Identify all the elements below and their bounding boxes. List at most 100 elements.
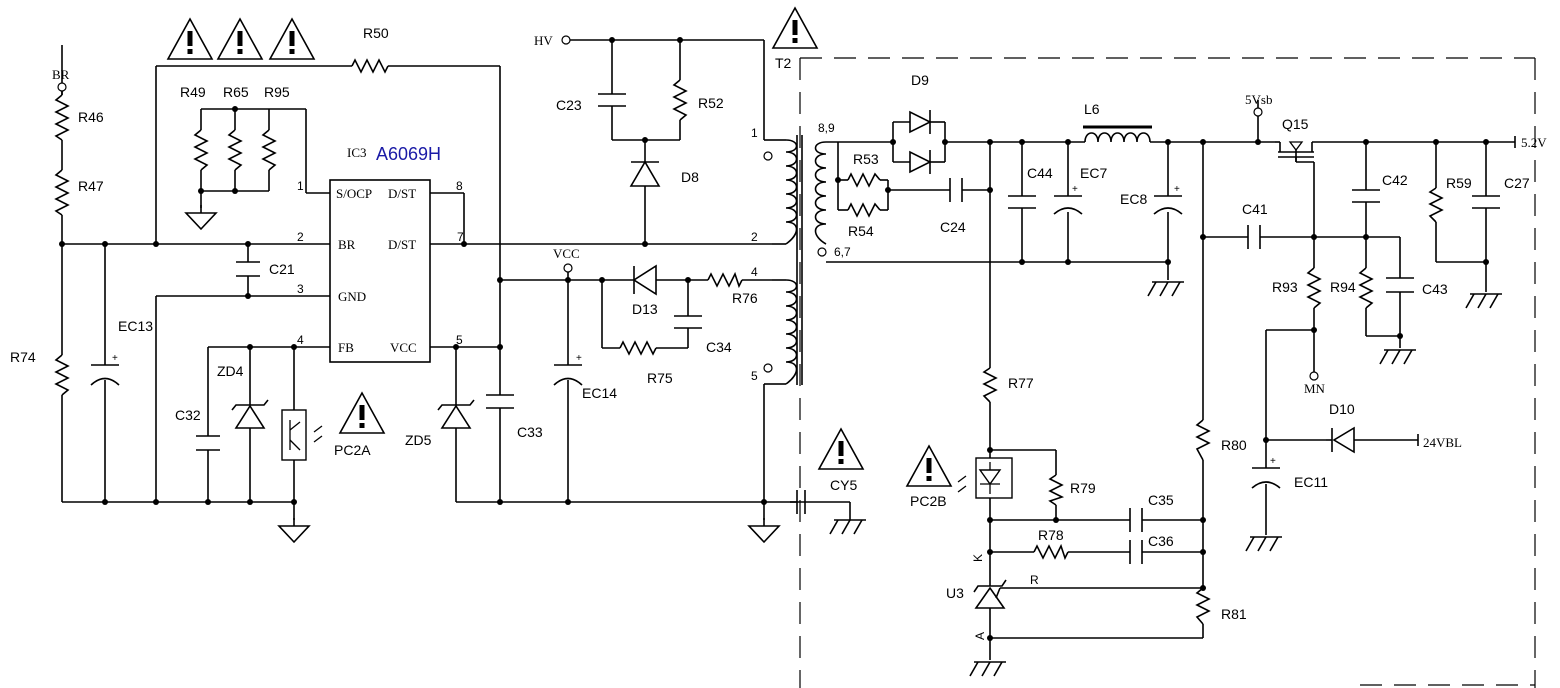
resistor-r95: R95 bbox=[261, 84, 290, 171]
diode-d9: D9 bbox=[909, 72, 932, 174]
pin-number-4: 4 bbox=[297, 333, 304, 347]
diode-d8: D8 bbox=[629, 160, 699, 190]
svg-text:R65: R65 bbox=[223, 84, 249, 100]
resistor-r79: R79 bbox=[1048, 474, 1096, 506]
svg-text:CY5: CY5 bbox=[830, 477, 857, 493]
ic3-pin-br: BR bbox=[338, 237, 356, 252]
capacitor-c44: C44 bbox=[1008, 165, 1053, 209]
pin-number-7: 7 bbox=[457, 230, 464, 244]
resistor-r81: R81 bbox=[1195, 587, 1247, 625]
svg-text:C24: C24 bbox=[940, 219, 966, 235]
capacitor-c34: C34 bbox=[674, 315, 732, 355]
warning-icon bbox=[818, 428, 864, 470]
warning-icon bbox=[339, 392, 385, 434]
svg-text:+: + bbox=[1072, 184, 1078, 195]
warning-icon bbox=[217, 18, 263, 60]
svg-text:C42: C42 bbox=[1382, 172, 1408, 188]
net-labels-primary: BR HV VCC bbox=[52, 33, 580, 273]
svg-text:D8: D8 bbox=[681, 169, 699, 185]
resistor-r47: R47 bbox=[54, 169, 104, 216]
resistor-r78: R78 bbox=[1033, 527, 1069, 561]
svg-text:C35: C35 bbox=[1148, 492, 1174, 508]
resistor-r50: R50 bbox=[351, 25, 389, 74]
svg-text:R75: R75 bbox=[647, 370, 673, 386]
net-labels-secondary: 5Vsb 5.2V MN 24VBL bbox=[1245, 92, 1547, 450]
capacitor-c35: C35 bbox=[1129, 492, 1174, 532]
net-5v2: 5.2V bbox=[1521, 135, 1547, 150]
svg-text:+: + bbox=[1270, 456, 1276, 467]
capacitor-c41: C41 bbox=[1242, 201, 1268, 249]
svg-text:R50: R50 bbox=[363, 25, 389, 41]
svg-text:R53: R53 bbox=[853, 151, 879, 167]
ic3-pin-socp: S/OCP bbox=[336, 186, 372, 201]
svg-text:C23: C23 bbox=[556, 97, 582, 113]
svg-text:PC2B: PC2B bbox=[910, 493, 947, 509]
ic3-pin-dst8: D/ST bbox=[388, 186, 416, 201]
resistor-r54: R54 bbox=[847, 202, 881, 239]
mosfet-q15: Q15 bbox=[1275, 116, 1314, 163]
capacitor-c21: C21 bbox=[236, 261, 295, 277]
optocoupler-pc2a: PC2A bbox=[281, 409, 371, 461]
svg-text:R52: R52 bbox=[698, 95, 724, 111]
svg-text:EC7: EC7 bbox=[1080, 165, 1107, 181]
svg-text:C32: C32 bbox=[175, 407, 201, 423]
t2-pin-4: 4 bbox=[751, 265, 758, 279]
warning-icon bbox=[269, 18, 315, 60]
svg-text:R81: R81 bbox=[1221, 606, 1247, 622]
zener-zd5: ZD5 bbox=[405, 399, 475, 448]
net-24vbl: 24VBL bbox=[1423, 435, 1462, 450]
warning-icon bbox=[167, 18, 213, 60]
u3-pin-k: K bbox=[971, 554, 985, 562]
svg-text:+: + bbox=[576, 353, 582, 364]
svg-text:C44: C44 bbox=[1027, 165, 1053, 181]
resistor-r59: R59 bbox=[1428, 175, 1472, 223]
t2-pin-1: 1 bbox=[751, 126, 758, 140]
capacitor-c42: C42 bbox=[1352, 172, 1408, 203]
svg-text:EC14: EC14 bbox=[582, 385, 617, 401]
t2-pin-5: 5 bbox=[751, 369, 758, 383]
svg-text:+: + bbox=[1174, 184, 1180, 195]
resistor-r52: R52 bbox=[672, 79, 724, 121]
capacitor-ec8: + EC8 bbox=[1120, 184, 1183, 215]
svg-text:EC13: EC13 bbox=[118, 318, 153, 334]
ic3-ref: IC3 bbox=[347, 145, 367, 160]
diode-d10: D10 bbox=[1326, 401, 1355, 454]
net-hv: HV bbox=[534, 33, 553, 48]
capacitor-c33: C33 bbox=[486, 382, 543, 440]
svg-text:R74: R74 bbox=[10, 349, 36, 365]
isolation-barrier bbox=[799, 57, 1536, 688]
svg-text:Q15: Q15 bbox=[1282, 116, 1309, 132]
svg-text:C36: C36 bbox=[1148, 533, 1174, 549]
ic3: IC3 A6069H S/OCP D/ST BR D/ST GND FB VCC… bbox=[297, 144, 464, 363]
warning-icon bbox=[772, 7, 818, 49]
capacitor-ec13: + EC13 bbox=[90, 318, 153, 386]
svg-text:R78: R78 bbox=[1038, 527, 1064, 543]
ic3-part: A6069H bbox=[376, 144, 441, 164]
resistor-r74: R74 bbox=[10, 349, 70, 396]
svg-text:C21: C21 bbox=[269, 261, 295, 277]
svg-text:R94: R94 bbox=[1330, 279, 1356, 295]
svg-text:C34: C34 bbox=[706, 339, 732, 355]
ic3-pin-dst7: D/ST bbox=[388, 237, 416, 252]
net-br: BR bbox=[52, 67, 70, 82]
junction-dots bbox=[59, 37, 1489, 641]
svg-text:R80: R80 bbox=[1221, 437, 1247, 453]
svg-text:C33: C33 bbox=[517, 424, 543, 440]
svg-text:EC11: EC11 bbox=[1294, 474, 1328, 490]
resistor-r94: R94 bbox=[1330, 267, 1374, 309]
svg-text:EC8: EC8 bbox=[1120, 191, 1147, 207]
resistor-r75: R75 bbox=[619, 340, 673, 386]
resistor-r53: R53 bbox=[847, 151, 881, 188]
svg-text:D9: D9 bbox=[911, 72, 929, 88]
resistor-r65: R65 bbox=[223, 84, 249, 171]
t2-pin-67: 6,7 bbox=[834, 245, 851, 259]
u3-pin-a: A bbox=[973, 632, 987, 640]
ic3-pin-fb: FB bbox=[338, 340, 354, 355]
t2-pin-89: 8,9 bbox=[818, 121, 835, 135]
primary-wiring bbox=[61, 39, 851, 520]
svg-text:ZD5: ZD5 bbox=[405, 432, 432, 448]
svg-text:U3: U3 bbox=[946, 585, 964, 601]
shunt-regulator-u3: U3 K R A bbox=[946, 554, 1039, 640]
resistor-r76: R76 bbox=[707, 271, 758, 306]
